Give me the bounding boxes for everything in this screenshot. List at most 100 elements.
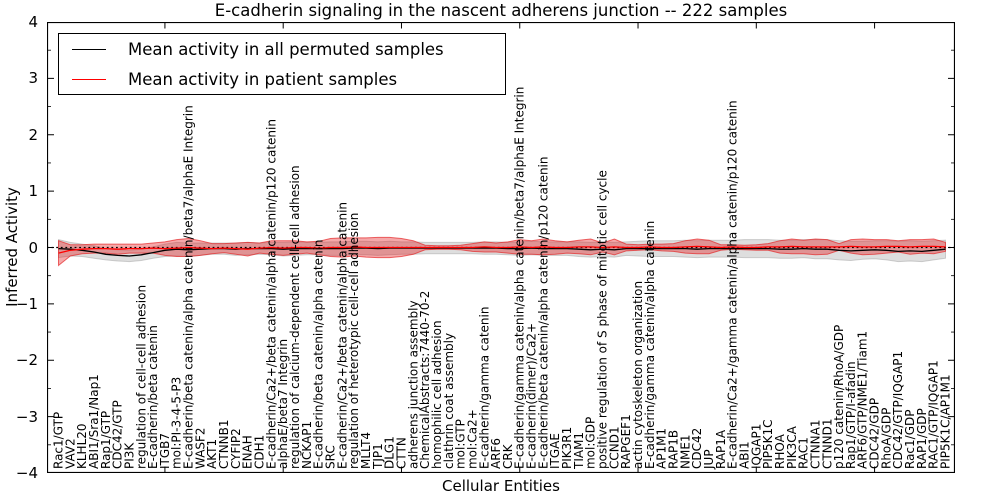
x-category-label: CYFIP2 xyxy=(229,428,243,469)
y-tick-label: 0 xyxy=(28,238,38,257)
x-category-label: mol:GDP xyxy=(584,417,598,469)
x-category-label: Rap1/GTP/I-afadin xyxy=(844,361,858,469)
x-category-label: CTNNB1 xyxy=(217,419,231,469)
x-category-label: TIAM1 xyxy=(572,432,586,470)
x-category-label: CDC42/GDP xyxy=(868,398,882,469)
x-category-label: AKT1 xyxy=(205,439,219,469)
x-category-label: E-cadherin/beta catenin/alpha catenin/be… xyxy=(182,105,196,469)
x-category-label: RAC1 xyxy=(797,437,811,469)
x-category-label: MLLT4 xyxy=(359,432,373,469)
x-category-label: RhoA/GDP xyxy=(879,408,893,469)
legend: Mean activity in all permuted samples Me… xyxy=(58,33,506,95)
patient-line-swatch xyxy=(72,78,106,80)
x-category-label: DLG1 xyxy=(383,436,397,469)
x-category-label: actin cytoskeleton organization xyxy=(631,281,645,469)
x-category-label: SRC xyxy=(324,445,338,469)
x-category-label: E-cadherin/Ca2+/gamma catenin/alpha cate… xyxy=(726,100,740,469)
x-category-label: E-cadherin(dimer)/Ca2+ xyxy=(525,323,539,469)
x-category-label: CTNND1 xyxy=(820,418,834,469)
permuted-line-swatch xyxy=(72,48,106,50)
x-category-label: clathrin coat assembly xyxy=(442,333,456,469)
y-axis-title: Inferred Activity xyxy=(3,187,21,307)
x-category-label: CCND1 xyxy=(607,426,621,469)
x-category-label: RAC1/GTP/IQGAP1 xyxy=(927,360,941,469)
patient-mean-line xyxy=(58,245,946,254)
x-category-label: p120 catenin/RhoA/GDP xyxy=(832,325,846,469)
x-category-label: CRK xyxy=(501,443,515,469)
x-category-label: ENAH xyxy=(241,435,255,469)
x-category-label: regulation of calcium-dependent cell-cel… xyxy=(288,165,302,469)
x-category-label: CDC42 xyxy=(690,428,704,469)
x-category-label: ChemicalAbstracts:7440-70-2 xyxy=(418,291,432,469)
y-tick-label: −1 xyxy=(15,294,38,313)
y-tick-label: 1 xyxy=(28,182,38,201)
x-category-label: alphaE/beta7 Integrin xyxy=(276,339,290,469)
x-category-label: CDC42/GTP xyxy=(111,400,125,469)
x-category-label: PIP5K1C/AP1M1 xyxy=(939,374,953,469)
x-category-label: KLHL20 xyxy=(75,423,89,469)
x-category-label: E-cadherin/gamma catenin/alpha catenin/b… xyxy=(513,87,527,469)
x-category-label: mol:PI-3-4-5-P3 xyxy=(170,377,184,469)
x-category-label: NCKAP1 xyxy=(300,421,314,469)
x-category-label: Rac1/GTP xyxy=(51,412,65,469)
legend-item-patient: Mean activity in patient samples xyxy=(59,65,505,93)
x-category-label: Rac1/GDP xyxy=(903,410,917,469)
x-axis-title: Cellular Entities xyxy=(442,477,560,495)
x-category-label: RAPGEF1 xyxy=(619,414,633,469)
plot-area: Rac1/GTPVAV2KLHL20ABI1/Sra1/Nap1Rap1/GTP… xyxy=(47,22,955,473)
patient-band xyxy=(58,236,946,267)
x-category-label: PI3K xyxy=(122,442,136,469)
x-category-label: regulation of heterotypic cell-cell adhe… xyxy=(347,213,361,469)
x-category-label: E-cadherin/beta catenin/alpha catenin/p1… xyxy=(536,156,550,469)
x-category-label: adherens junction assembly xyxy=(406,300,420,469)
x-category-label: RHOA xyxy=(773,433,787,469)
x-category-label: ABI1/Sra1/Nap1 xyxy=(87,374,101,469)
chart-title: E-cadherin signaling in the nascent adhe… xyxy=(214,1,788,20)
x-category-label: E-cadherin/Ca2+/beta catenin/alpha caten… xyxy=(335,202,349,469)
x-category-label: ITGAE xyxy=(548,433,562,469)
x-category-label: positive regulation of S phase of mitoti… xyxy=(596,170,610,469)
x-category-label: NME1 xyxy=(678,434,692,469)
y-tick-label: 2 xyxy=(28,125,38,144)
legend-item-label: Mean activity in all permuted samples xyxy=(128,39,444,59)
x-category-label: PIP5K1C xyxy=(761,419,775,469)
x-category-label: ARF6 xyxy=(489,438,503,469)
x-category-label: RAP1A xyxy=(714,429,728,469)
x-category-label: IQGAP1 xyxy=(749,424,763,469)
x-category-label: PIK3R1 xyxy=(560,427,574,469)
x-category-label: AP1M1 xyxy=(655,428,669,469)
x-category-label: CDC42/GTP/IQGAP1 xyxy=(891,351,905,469)
legend-item-permuted: Mean activity in all permuted samples xyxy=(59,35,505,63)
x-category-label: CDH1 xyxy=(253,435,267,469)
y-tick-label: 4 xyxy=(28,13,38,31)
x-category-label: mol:GTP xyxy=(454,419,468,469)
y-axis-tick-labels: 4 3 2 1 0 −1 −2 −3 −4 xyxy=(0,13,44,482)
x-category-label: Rap1/GTP xyxy=(99,411,113,469)
x-category-label: CTTN xyxy=(394,437,408,469)
x-category-label: E-cadherin/gamma catenin xyxy=(477,307,491,470)
x-category-label: RAP1B xyxy=(667,430,681,469)
x-category-label: regulation of cell-cell adhesion xyxy=(134,285,148,469)
x-category-label: E-cadherin/beta catenin/alpha catenin xyxy=(312,239,326,469)
y-tick-label: −3 xyxy=(15,407,38,426)
x-category-label: WASF2 xyxy=(193,427,207,469)
x-category-label: JUP xyxy=(702,449,716,470)
x-category-label: ABI1 xyxy=(737,441,751,469)
y-tick-label: −4 xyxy=(15,464,38,482)
x-category-label: E-cadherin/gamma catenin/alpha catenin xyxy=(643,221,657,469)
x-category-label: homophilic cell adhesion xyxy=(430,320,444,469)
x-category-label: RAP1/GDP xyxy=(915,408,929,469)
x-category-label: ARF6/GTP/NME1/Tiam1 xyxy=(856,331,870,469)
x-category-label: mol:Ca2+ xyxy=(465,409,479,469)
y-tick-label: 3 xyxy=(28,69,38,88)
y-tick-label: −2 xyxy=(15,351,38,370)
x-category-label: VAV2 xyxy=(63,438,77,469)
x-category-label: PIK3CA xyxy=(785,425,799,469)
x-category-label: ITGB7 xyxy=(158,433,172,469)
x-category-label: TJP1 xyxy=(371,443,385,470)
legend-item-label: Mean activity in patient samples xyxy=(128,69,398,89)
axes-frame xyxy=(47,22,955,473)
x-category-label: E-cadherin/Ca2+/beta catenin/alpha caten… xyxy=(264,119,278,469)
x-category-label: E-cadherin/beta catenin xyxy=(146,325,160,469)
